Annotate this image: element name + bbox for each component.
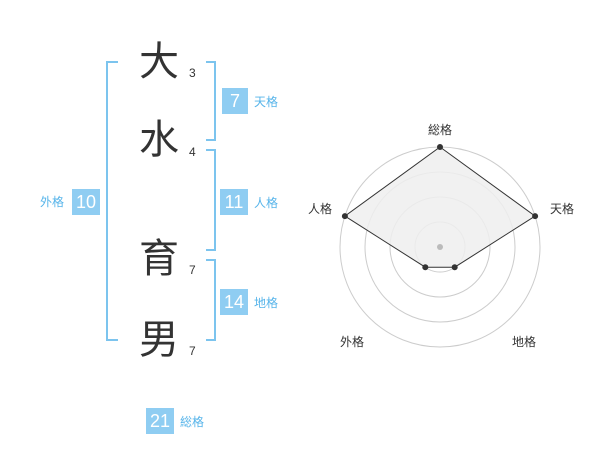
soukaku-label: 総格 [180,415,205,429]
fortune-radar-chart: 総格 天格 地格 外格 人格 [308,122,574,349]
radar-points [341,144,539,271]
gaikaku-value: 10 [72,189,100,215]
soukaku-value: 21 [146,408,174,434]
jinkaku-label: 人格 [254,196,279,210]
tenkaku-value: 7 [222,88,248,114]
name-char-2: 水 [139,117,179,163]
tenkaku-bracket [206,61,216,141]
name-char-3: 育 [139,236,179,282]
stroke-count-4: 7 [189,344,196,358]
name-char-4: 男 [139,317,179,363]
axis-label-chikaku: 地格 [512,334,536,349]
axis-label-jinkaku: 人格 [308,201,332,216]
stroke-count-2: 4 [189,145,196,159]
axis-label-gaikaku: 外格 [340,334,364,349]
jinkaku-value: 11 [220,189,248,215]
gaikaku-bracket [106,61,118,341]
axis-label-tenkaku: 天格 [550,201,574,216]
chikaku-label: 地格 [254,296,279,310]
radar-point-4 [422,264,429,271]
tenkaku-label: 天格 [254,95,279,109]
gaikaku-label: 外格 [40,195,65,209]
name-char-1: 大 [139,39,179,85]
chikaku-bracket [206,259,216,341]
chikaku-value: 14 [220,289,248,315]
jinkaku-bracket [206,149,216,251]
radar-axis-labels: 総格 天格 地格 外格 人格 [308,122,574,349]
radar-center-dot [437,244,443,250]
radar-point-1 [437,144,443,150]
radar-area [344,146,536,268]
axis-label-soukaku: 総格 [428,122,452,137]
radar-point-2 [532,213,539,220]
radar-point-3 [451,264,458,271]
radar-point-5 [341,213,348,220]
stroke-count-1: 3 [189,66,196,80]
stroke-count-3: 7 [189,263,196,277]
